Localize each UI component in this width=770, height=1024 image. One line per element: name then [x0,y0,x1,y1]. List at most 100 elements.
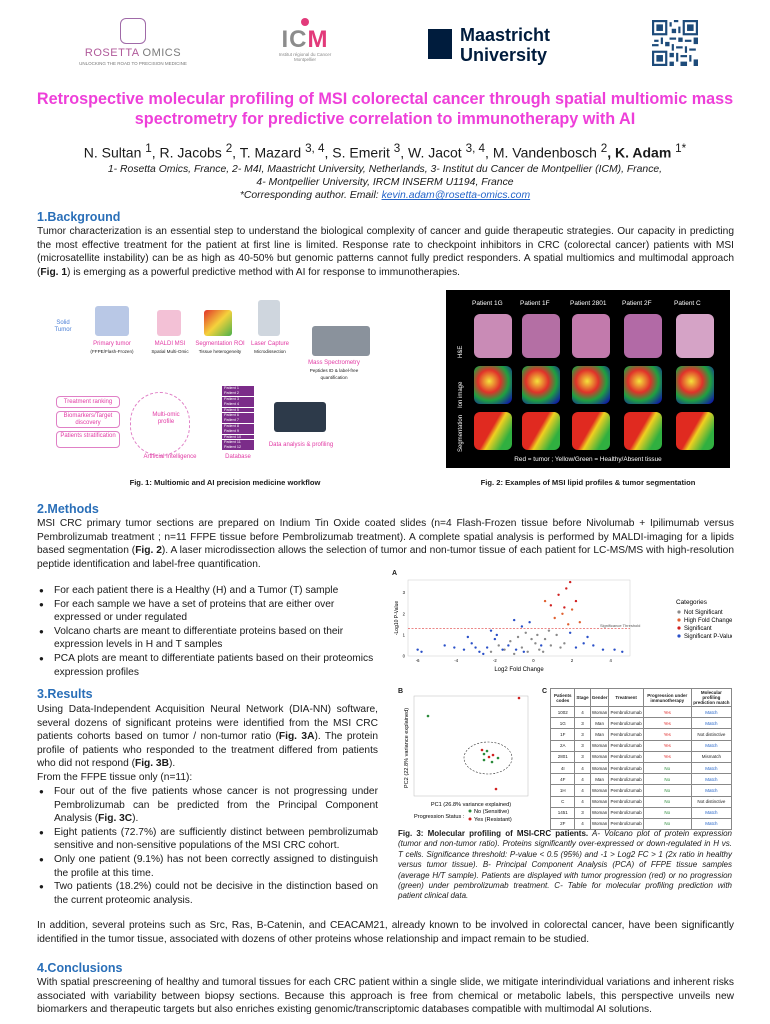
volcano-point [507,644,510,647]
table-cell: Match [690,773,733,786]
methods-bullets: For each patient there is a Healthy (H) … [37,584,377,679]
volcano-point [528,621,531,624]
table-cell: 2801 [549,750,576,763]
email-link[interactable]: kevin.adam@rosetta-omics.com [381,190,531,201]
pca-point [487,755,491,759]
volcano-point [592,644,595,647]
volcano-point [547,629,551,632]
ai-circle [130,392,190,456]
results-bullet: Four out of the five patients whose canc… [37,785,378,826]
legend-marker [677,626,681,630]
volcano-point [420,650,423,653]
panel-c-label: C [542,688,548,695]
volcano-point [549,604,553,607]
legend-entry: High Fold Change [684,618,732,624]
table-cell: 4F [549,773,576,786]
volcano-point [470,642,473,645]
pca-point [494,787,498,791]
affiliations: 1- Rosetta Omics, France, 2- M4I, Maastr… [40,163,730,202]
database-row: Patient 5 [222,407,254,413]
table-cell: Pembrolizumab [608,795,644,808]
segmentation-tissue-image [474,412,512,450]
volcano-point [520,625,524,628]
table-cell: 3 [574,806,591,819]
table-cell: 2A [549,739,576,752]
panel-a-label: A [392,570,398,577]
table-cell: 2F [549,817,576,831]
mass-spec-label: Mass Spectrometry [308,360,360,366]
volcano-point [561,612,564,615]
volcano-point [568,631,572,634]
background-heading: 1.Background [37,210,121,224]
database-row: Patient 9 [222,429,254,434]
patient-column-label: Patient 2F [622,300,652,307]
legend-marker [677,618,681,622]
table-cell: Yes [642,717,692,730]
primary-tumor-sublabel: (FFPE/Flash-Frozen) [90,349,134,354]
table-cell: 4 [574,705,591,719]
y-tick-label: 3 [403,590,406,595]
table-cell: 3 [574,739,591,752]
table-cell: Pembrolizumab [608,705,644,719]
data-analysis-label: Data analysis & profiling [268,442,334,448]
volcano-point [582,642,585,645]
table-header-cell: Patients codes [549,688,576,707]
table-cell: No [642,784,692,797]
volcano-point [559,646,562,649]
table-cell: 4 [574,773,591,786]
volcano-point [563,606,566,609]
volcano-point [522,650,526,653]
ion-tissue-image [572,366,610,404]
poster-title-line2: spectrometry for predictive correlation … [134,110,636,128]
affiliation-line2: 4- Montpellier University, IRCM INSERM U… [256,177,514,188]
rosetta-tagline: UNLOCKING THE ROAD TO PRECISION MEDICINE [79,61,187,66]
ion-tissue-image [624,366,662,404]
volcano-point [555,633,558,637]
table-cell: No [642,761,692,775]
volcano-xlabel: Log2 Fold Change [494,667,544,673]
pca-ylabel: PC2 (22.8% variance explained) [404,708,410,788]
pca-point [482,758,486,762]
table-cell: No [642,773,692,786]
ion-tissue-image [676,366,714,404]
table-cell: No [642,806,692,819]
maastricht-name-line2: University [460,45,548,65]
pca-point [517,696,521,700]
patients-stratification-box: Patients stratification [56,431,120,448]
results-bullet: Eight patients (72.7%) are sufficiently … [37,826,378,853]
x-tick-label: 2 [571,658,574,663]
patient-column-label: Patient 2801 [570,300,607,307]
qr-code-icon[interactable] [652,20,698,66]
results-bullet: Only one patient (9.1%) has not been cor… [37,853,378,880]
segmentation-sublabel: Tissue heterogeneity [198,349,242,354]
table-cell: 1F [549,728,576,741]
row-label-ion: Ion image [458,381,464,408]
table-cell: No [642,795,692,808]
biomarkers-box: Biomarkers/Target discovery [56,411,120,428]
table-cell: Not distinctive [690,795,733,808]
volcano-point [526,650,529,653]
pca-status-label: Progression Status : [414,814,465,820]
he-tissue-image [474,314,512,358]
figure-3-caption: Fig. 3: Molecular profiling of MSI-CRC p… [398,829,733,901]
segmentation-tissue-image [522,412,560,450]
volcano-point [557,593,560,596]
pca-plot: PC1 (26.8% variance explained) PC2 (22.8… [404,695,529,823]
volcano-point [553,616,556,620]
table-header-cell: Molecular profiling prediction match [690,688,733,707]
volcano-point [570,608,574,611]
pca-point [485,749,489,753]
affiliation-line1: 1- Rosetta Omics, France, 2- M4I, Maastr… [107,164,663,175]
legend-entry: Not Significant [684,610,723,616]
database-row: Patient 7 [222,418,254,424]
author-list: N. Sultan 1, R. Jacobs 2, T. Mazard 3, 4… [83,142,687,161]
legend-marker [677,610,681,614]
segmentation-image-icon [204,310,232,336]
table-cell: Mismatch [690,750,733,763]
database-label: Database [225,454,251,460]
ai-label: Artificial Intelligence [143,454,197,460]
volcano-point [567,623,570,626]
